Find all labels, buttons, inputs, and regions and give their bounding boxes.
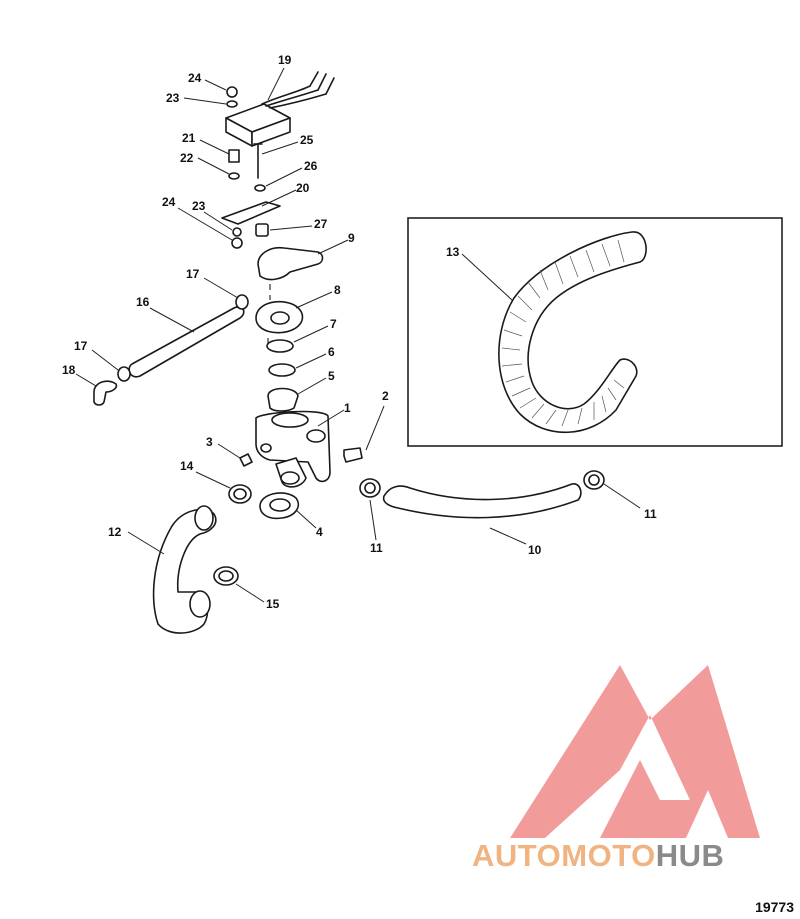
callout-8: 8 (334, 283, 341, 297)
hose-10 (382, 483, 582, 519)
washer-22 (228, 172, 240, 180)
callout-15: 15 (266, 597, 280, 611)
housing-cover-9 (257, 246, 324, 281)
callout-6: 6 (328, 345, 335, 359)
bracket-20 (221, 201, 281, 225)
seal-6 (268, 363, 296, 377)
clamp-11-right-inner (588, 474, 600, 486)
spacer-21 (228, 149, 240, 163)
callout-16: 16 (136, 295, 150, 309)
watermark-text-part2: HUB (655, 838, 725, 873)
callout-17-upper: 17 (186, 267, 200, 281)
callout-1: 1 (344, 401, 351, 415)
clamp-14-inner (233, 488, 247, 500)
callout-24-top: 24 (188, 71, 202, 85)
hose-12-end-upper (194, 505, 214, 531)
thermostat-5 (267, 387, 299, 412)
callout-18: 18 (62, 363, 76, 377)
callout-14: 14 (180, 459, 194, 473)
watermark-text: AUTOMOTOHUB (472, 838, 724, 874)
callout-7: 7 (330, 317, 337, 331)
callout-24-lower: 24 (162, 195, 176, 209)
inset-frame (407, 217, 783, 447)
callout-19: 19 (278, 53, 292, 67)
clamp-11-left-inner (364, 482, 376, 494)
hose-12-end-lower (189, 590, 211, 618)
hose-16 (128, 306, 245, 378)
callout-5: 5 (328, 369, 335, 383)
callout-17-lower: 17 (74, 339, 88, 353)
callout-11-left: 11 (370, 541, 383, 555)
callout-21: 21 (182, 131, 196, 145)
washer-23-top (226, 100, 238, 108)
hose-13-corrugated (498, 231, 647, 434)
fitting-2 (343, 447, 363, 463)
callout-11-right: 11 (644, 507, 657, 521)
sleeve-27 (255, 223, 269, 237)
callout-26: 26 (304, 159, 318, 173)
diagram-id: 19773 (755, 899, 794, 915)
bolt-25 (253, 143, 263, 179)
callout-25: 25 (300, 133, 314, 147)
callout-10: 10 (528, 543, 542, 557)
callout-2: 2 (382, 389, 389, 403)
callout-3: 3 (206, 435, 213, 449)
callout-12: 12 (108, 525, 122, 539)
washer-23-lower (232, 227, 242, 237)
watermark-text-part1: AUTOMOTO (472, 838, 656, 873)
plug-3 (239, 453, 253, 467)
callout-27: 27 (314, 217, 328, 231)
callout-23-top: 23 (166, 91, 180, 105)
nut-24-top (226, 86, 238, 98)
callout-20: 20 (296, 181, 310, 195)
elbow-18 (93, 380, 118, 406)
callout-9: 9 (348, 231, 355, 245)
ring-7 (266, 339, 294, 353)
clamp-17-lower (117, 366, 131, 382)
callout-23-lower: 23 (192, 199, 206, 213)
gasket-4-hole (269, 498, 291, 512)
washer-26 (254, 184, 266, 192)
gasket-8-hole (270, 311, 290, 325)
clamp-15-inner (218, 570, 234, 582)
callout-13: 13 (446, 245, 460, 259)
thermostat-housing-1 (255, 410, 331, 488)
nut-24-lower (231, 237, 243, 249)
clamp-17-upper (235, 294, 249, 310)
callout-4: 4 (316, 525, 323, 539)
watermark-logo (510, 665, 760, 838)
module-19 (225, 71, 335, 147)
callout-22: 22 (180, 151, 194, 165)
